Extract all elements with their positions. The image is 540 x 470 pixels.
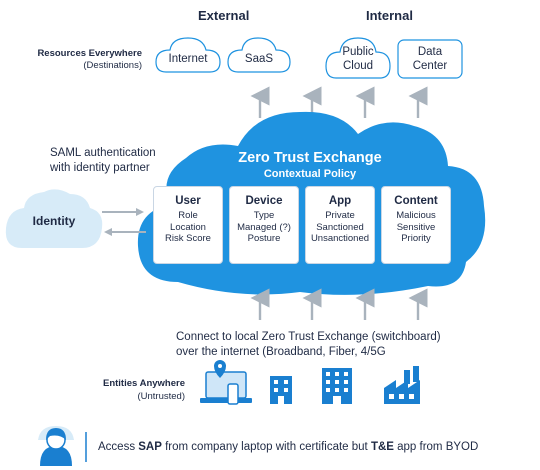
exchange-title: Zero Trust Exchange — [238, 150, 382, 166]
footer-part3: from company laptop with certificate but — [161, 441, 371, 453]
card-line: Role — [178, 210, 198, 221]
arrow-to-exchange-head — [136, 208, 144, 216]
footer-sap: SAP — [138, 441, 162, 453]
saml-line2: with identity partner — [50, 162, 150, 174]
data-center-label: Data Center — [412, 46, 448, 72]
exchange-subtitle: Contextual Policy — [263, 168, 357, 180]
card-line: Managed (?) — [237, 221, 291, 233]
card-title: Content — [394, 195, 438, 207]
footer-part5: app from BYOD — [393, 441, 479, 453]
card-line: Sanctioned — [316, 221, 364, 233]
identity-cloud — [5, 189, 103, 248]
office-tower-icon — [322, 368, 352, 404]
user-person-icon — [38, 426, 74, 466]
saas-cloud — [227, 37, 291, 73]
entities-subtitle: (Untrusted) — [137, 391, 185, 402]
arrow-to-identity-head — [104, 228, 112, 236]
card-line: Private — [325, 210, 355, 221]
card-line: Posture — [247, 233, 281, 244]
resources-title: Resources Everywhere — [37, 48, 142, 59]
card-line: Sensitive — [396, 221, 436, 233]
card-title: User — [175, 195, 201, 207]
policy-card-content: Content Malicious Sensitive Priority — [381, 186, 451, 264]
card-title: Device — [245, 195, 283, 207]
public-cloud-shape — [325, 37, 391, 79]
connect-line1: Connect to local Zero Trust Exchange (sw… — [176, 331, 441, 343]
card-line: Type — [253, 210, 275, 221]
entities-title: Entities Anywhere — [102, 378, 185, 389]
identity-label: Identity — [32, 214, 76, 228]
footer-te: T&E — [370, 441, 394, 453]
external-header: External — [198, 8, 250, 23]
internal-header: Internal — [366, 8, 413, 23]
saml-line1: SAML authentication — [50, 147, 156, 159]
policy-card-user: User Role Location Risk Score — [153, 186, 223, 264]
small-building-icon — [270, 376, 292, 404]
card-title: App — [328, 195, 352, 207]
policy-card-app: App Private Sanctioned Unsanctioned — [305, 186, 375, 264]
connect-line2: over the internet (Broadband, Fiber, 4/5… — [176, 346, 386, 358]
laptop-location-icon — [200, 360, 252, 405]
factory-icon — [384, 366, 420, 404]
data-center-box — [397, 39, 463, 79]
saas-label: SaaS — [244, 53, 274, 65]
footer-text: Access SAP from company laptop with cert… — [98, 440, 478, 455]
policy-card-device: Device Type Managed (?) Posture — [229, 186, 299, 264]
resources-subtitle: (Destinations) — [83, 60, 142, 71]
internet-cloud — [155, 37, 221, 73]
card-line: Location — [170, 221, 206, 233]
card-line: Unsanctioned — [310, 233, 370, 244]
footer-part1: Access — [98, 441, 139, 453]
public-cloud-label: Public Cloud — [342, 46, 374, 72]
card-line: Malicious — [396, 210, 436, 221]
internet-label: Internet — [168, 53, 208, 65]
card-line: Risk Score — [165, 233, 211, 244]
card-line: Priority — [401, 233, 431, 244]
